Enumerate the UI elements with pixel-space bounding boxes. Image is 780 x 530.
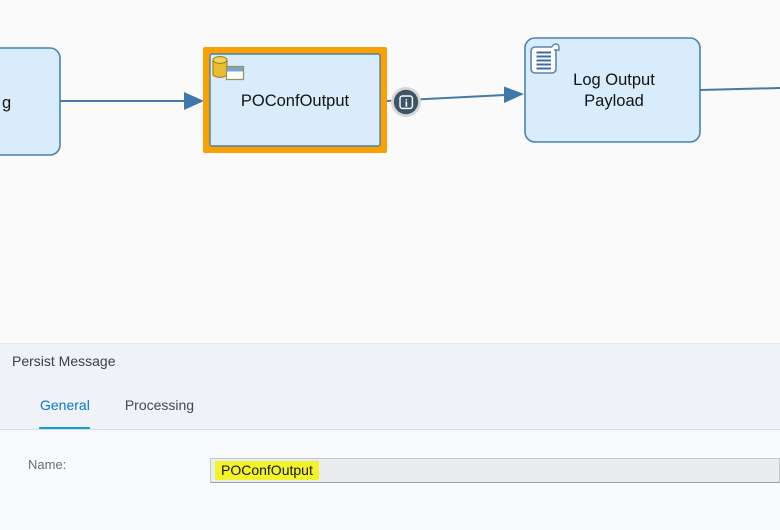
script-icon <box>530 43 560 74</box>
name-field-label: Name: <box>28 457 67 472</box>
sequence-flow-1[interactable] <box>60 92 204 110</box>
persist-message-icon <box>212 56 245 81</box>
panel-title: Persist Message <box>12 353 116 369</box>
flow-node-log-output-payload[interactable]: Log Output Payload <box>524 37 701 143</box>
flow-canvas[interactable]: g POConfOutput <box>0 0 780 343</box>
name-input[interactable]: POConfOutput <box>210 458 780 483</box>
sequence-flow-3[interactable] <box>699 87 780 91</box>
arrowhead-icon <box>504 86 524 103</box>
arrowhead-icon <box>184 92 204 110</box>
info-badge-icon[interactable]: i <box>391 87 421 117</box>
info-badge-glyph: i <box>405 99 408 110</box>
tab-general[interactable]: General <box>40 397 90 413</box>
log-node-label-line1: Log Output <box>573 71 655 89</box>
log-node-label-line2: Payload <box>584 92 644 110</box>
partial-node-label: g <box>2 94 11 112</box>
properties-panel-header: Persist Message General Processing <box>0 344 780 429</box>
tab-strip: General Processing <box>40 397 194 413</box>
tab-processing[interactable]: Processing <box>124 397 195 413</box>
properties-panel: Persist Message General Processing Name:… <box>0 343 780 530</box>
selected-node-label: POConfOutput <box>241 92 350 110</box>
flow-node-poconfoutput-selected[interactable]: POConfOutput <box>203 47 387 153</box>
name-value-highlight: POConfOutput <box>215 461 319 480</box>
tab-separator <box>0 429 780 430</box>
flow-node-partial[interactable]: g <box>0 47 61 156</box>
